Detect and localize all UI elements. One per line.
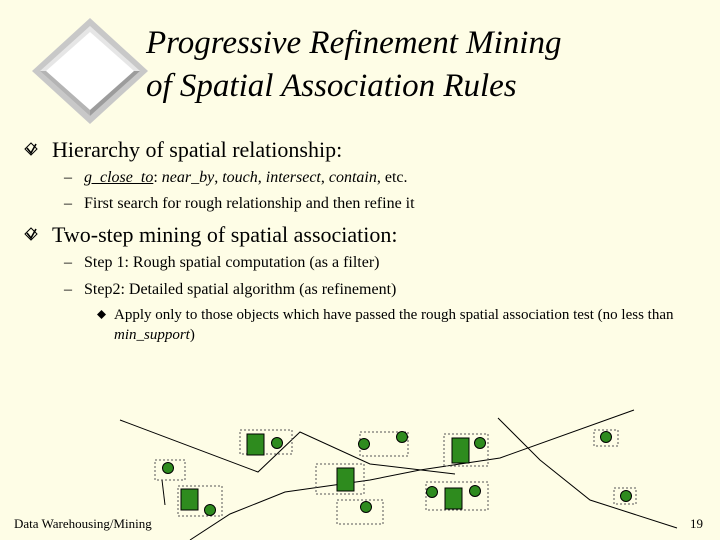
diamond-logo-icon (32, 18, 148, 124)
road-lines (119, 409, 678, 540)
point-object (469, 485, 481, 497)
region-object (451, 437, 470, 464)
point-object (474, 437, 486, 449)
sub-bullet-rough-search: – First search for rough relationship an… (64, 194, 415, 214)
separator: , (214, 169, 223, 186)
term-touch: touch (222, 169, 258, 186)
region-object (180, 488, 199, 511)
slide-title: Progressive Refinement Mining of Spatial… (146, 22, 561, 108)
sub-bullet-text: Step 1: Rough spatial computation (as a … (84, 254, 380, 271)
bounding-box (425, 481, 489, 511)
closing-paren: ) (189, 327, 195, 343)
sub-sub-bullet-apply: Apply only to those objects which have p… (97, 305, 684, 345)
bullet-text: Hierarchy of spatial relationship: (52, 137, 343, 162)
region-object (246, 433, 265, 456)
spatial-objects (162, 431, 632, 516)
bounding-box (239, 429, 293, 455)
diamond-check-bullet-icon (24, 227, 38, 241)
point-object (426, 486, 438, 498)
square-bullet-icon (97, 310, 106, 319)
sub-bullet-step2: – Step2: Detailed spatial algorithm (as … (64, 280, 397, 300)
separator: : (153, 169, 162, 186)
diamond-check-bullet-icon (24, 142, 38, 156)
point-object (358, 438, 370, 450)
footer-course-name: Data Warehousing/Mining (14, 516, 152, 531)
term-contain: contain (328, 169, 377, 186)
sub-bullet-step1: – Step 1: Rough spatial computation (as … (64, 253, 380, 273)
title-line-1: Progressive Refinement Mining (146, 25, 562, 61)
sub-bullet-relationships: – g_close_to: near_by, touch, intersect,… (64, 168, 408, 188)
bounding-boxes (154, 429, 637, 525)
min-support-term: min_support (114, 327, 190, 343)
separator: , (320, 169, 329, 186)
point-object (396, 431, 408, 443)
region-object (444, 487, 463, 510)
term-intersect: intersect (265, 169, 321, 186)
dash-bullet: – (64, 195, 72, 212)
bounding-box (336, 499, 384, 525)
point-object (600, 431, 612, 443)
page-number: 19 (690, 516, 703, 531)
dash-bullet: – (64, 254, 72, 271)
bullet-text: Two-step mining of spatial association: (52, 222, 398, 247)
bullet-hierarchy: Hierarchy of spatial relationship: (24, 137, 343, 163)
road-line (497, 417, 678, 529)
bounding-box (315, 463, 365, 495)
bounding-box (177, 485, 223, 517)
point-object (360, 501, 372, 513)
road-line (119, 419, 456, 475)
separator: , etc. (376, 169, 408, 186)
point-object (271, 437, 283, 449)
apply-text: Apply only to those objects which have p… (114, 307, 674, 323)
dash-bullet: – (64, 281, 72, 298)
term-near-by: near_by (161, 169, 215, 186)
sub-bullet-text: First search for rough relationship and … (84, 195, 415, 212)
separator: , (257, 169, 266, 186)
bounding-box (593, 429, 619, 447)
bounding-box (154, 459, 186, 481)
sub-bullet-text: Step2: Detailed spatial algorithm (as re… (84, 281, 397, 298)
point-object (204, 504, 216, 516)
point-object (620, 490, 632, 502)
region-object (336, 467, 355, 492)
point-object (162, 462, 174, 474)
bounding-box (613, 487, 637, 505)
dash-bullet: – (64, 169, 72, 186)
road-line (189, 409, 635, 540)
bullet-two-step: Two-step mining of spatial association: (24, 222, 398, 248)
term-g-close-to: g_close_to (84, 169, 154, 186)
title-line-2: of Spatial Association Rules (146, 68, 517, 104)
road-line (161, 479, 166, 506)
bounding-box (443, 433, 489, 467)
